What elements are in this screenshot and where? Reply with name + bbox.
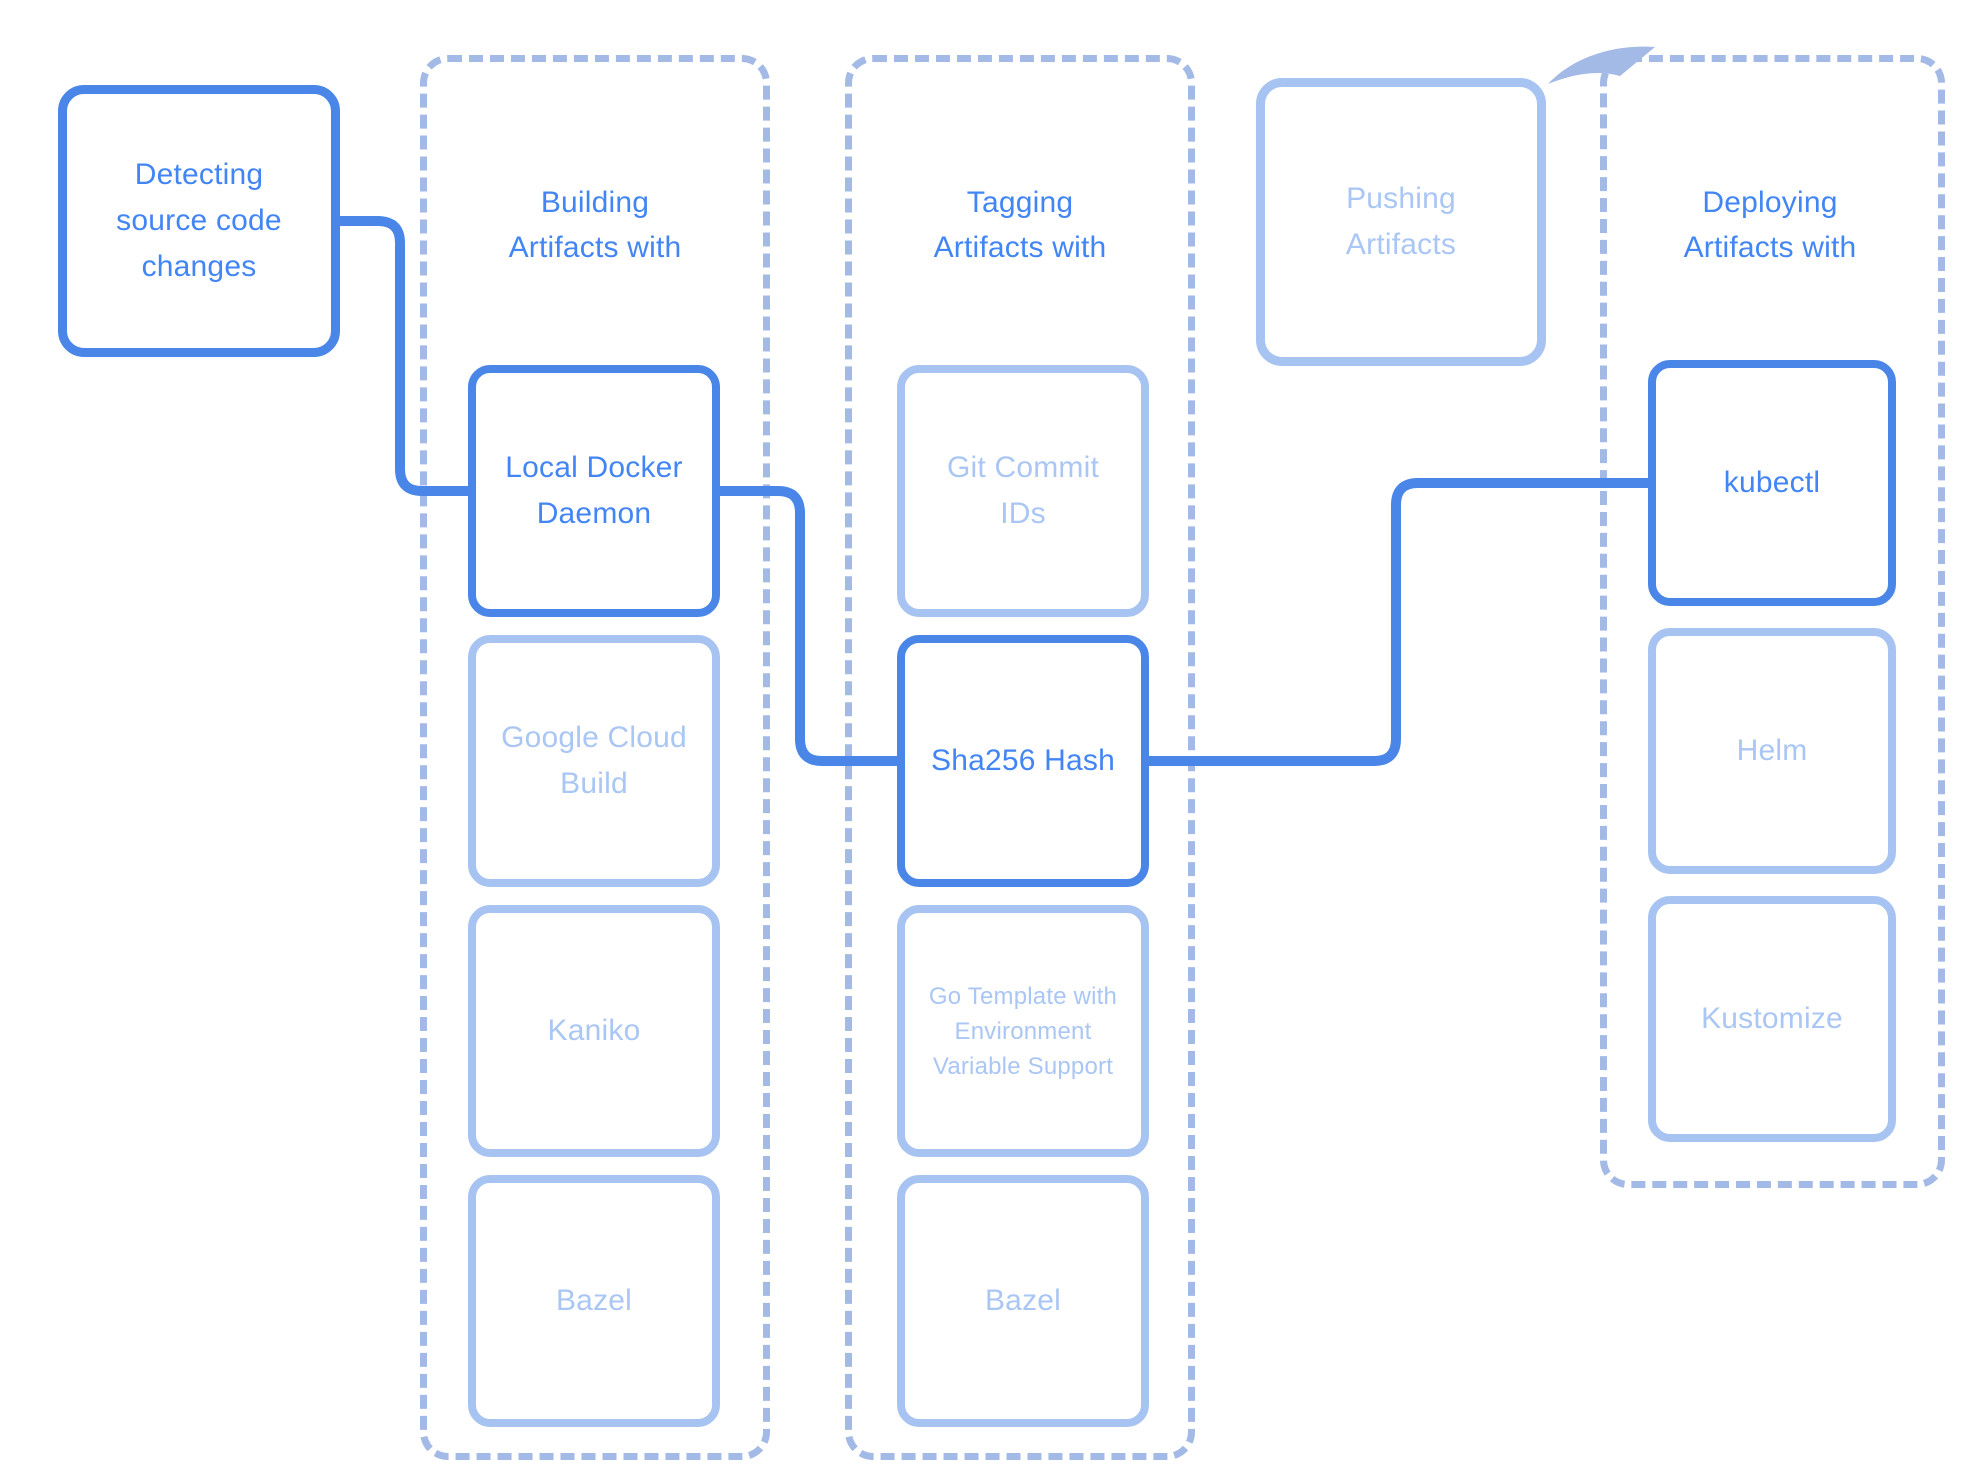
building-stage-header: Building Artifacts with [508,186,682,264]
node-pushing-artifacts: Pushing Artifacts [1256,78,1546,366]
node-kaniko: Kaniko [468,905,720,1157]
node-git-commit-ids: Git Commit IDs [897,365,1149,617]
node-bazel-building: Bazel [468,1175,720,1427]
node-go-template: Go Template with Environment Variable Su… [897,905,1149,1157]
node-kubectl: kubectl [1648,360,1896,606]
edge-sha256-to-kubectl [1144,478,1653,766]
node-kustomize: Kustomize [1648,896,1896,1142]
deploying-stage-header: Deploying Artifacts with [1683,186,1857,264]
node-local-docker-daemon: Local Docker Daemon [468,365,720,617]
node-helm: Helm [1648,628,1896,874]
node-bazel-tagging: Bazel [897,1175,1149,1427]
node-google-cloud-build: Google Cloud Build [468,635,720,887]
node-sha256-hash: Sha256 Hash [897,635,1149,887]
node-detecting-source-code-changes: Detecting source code changes [58,85,340,357]
tagging-stage-header: Tagging Artifacts with [933,186,1107,264]
